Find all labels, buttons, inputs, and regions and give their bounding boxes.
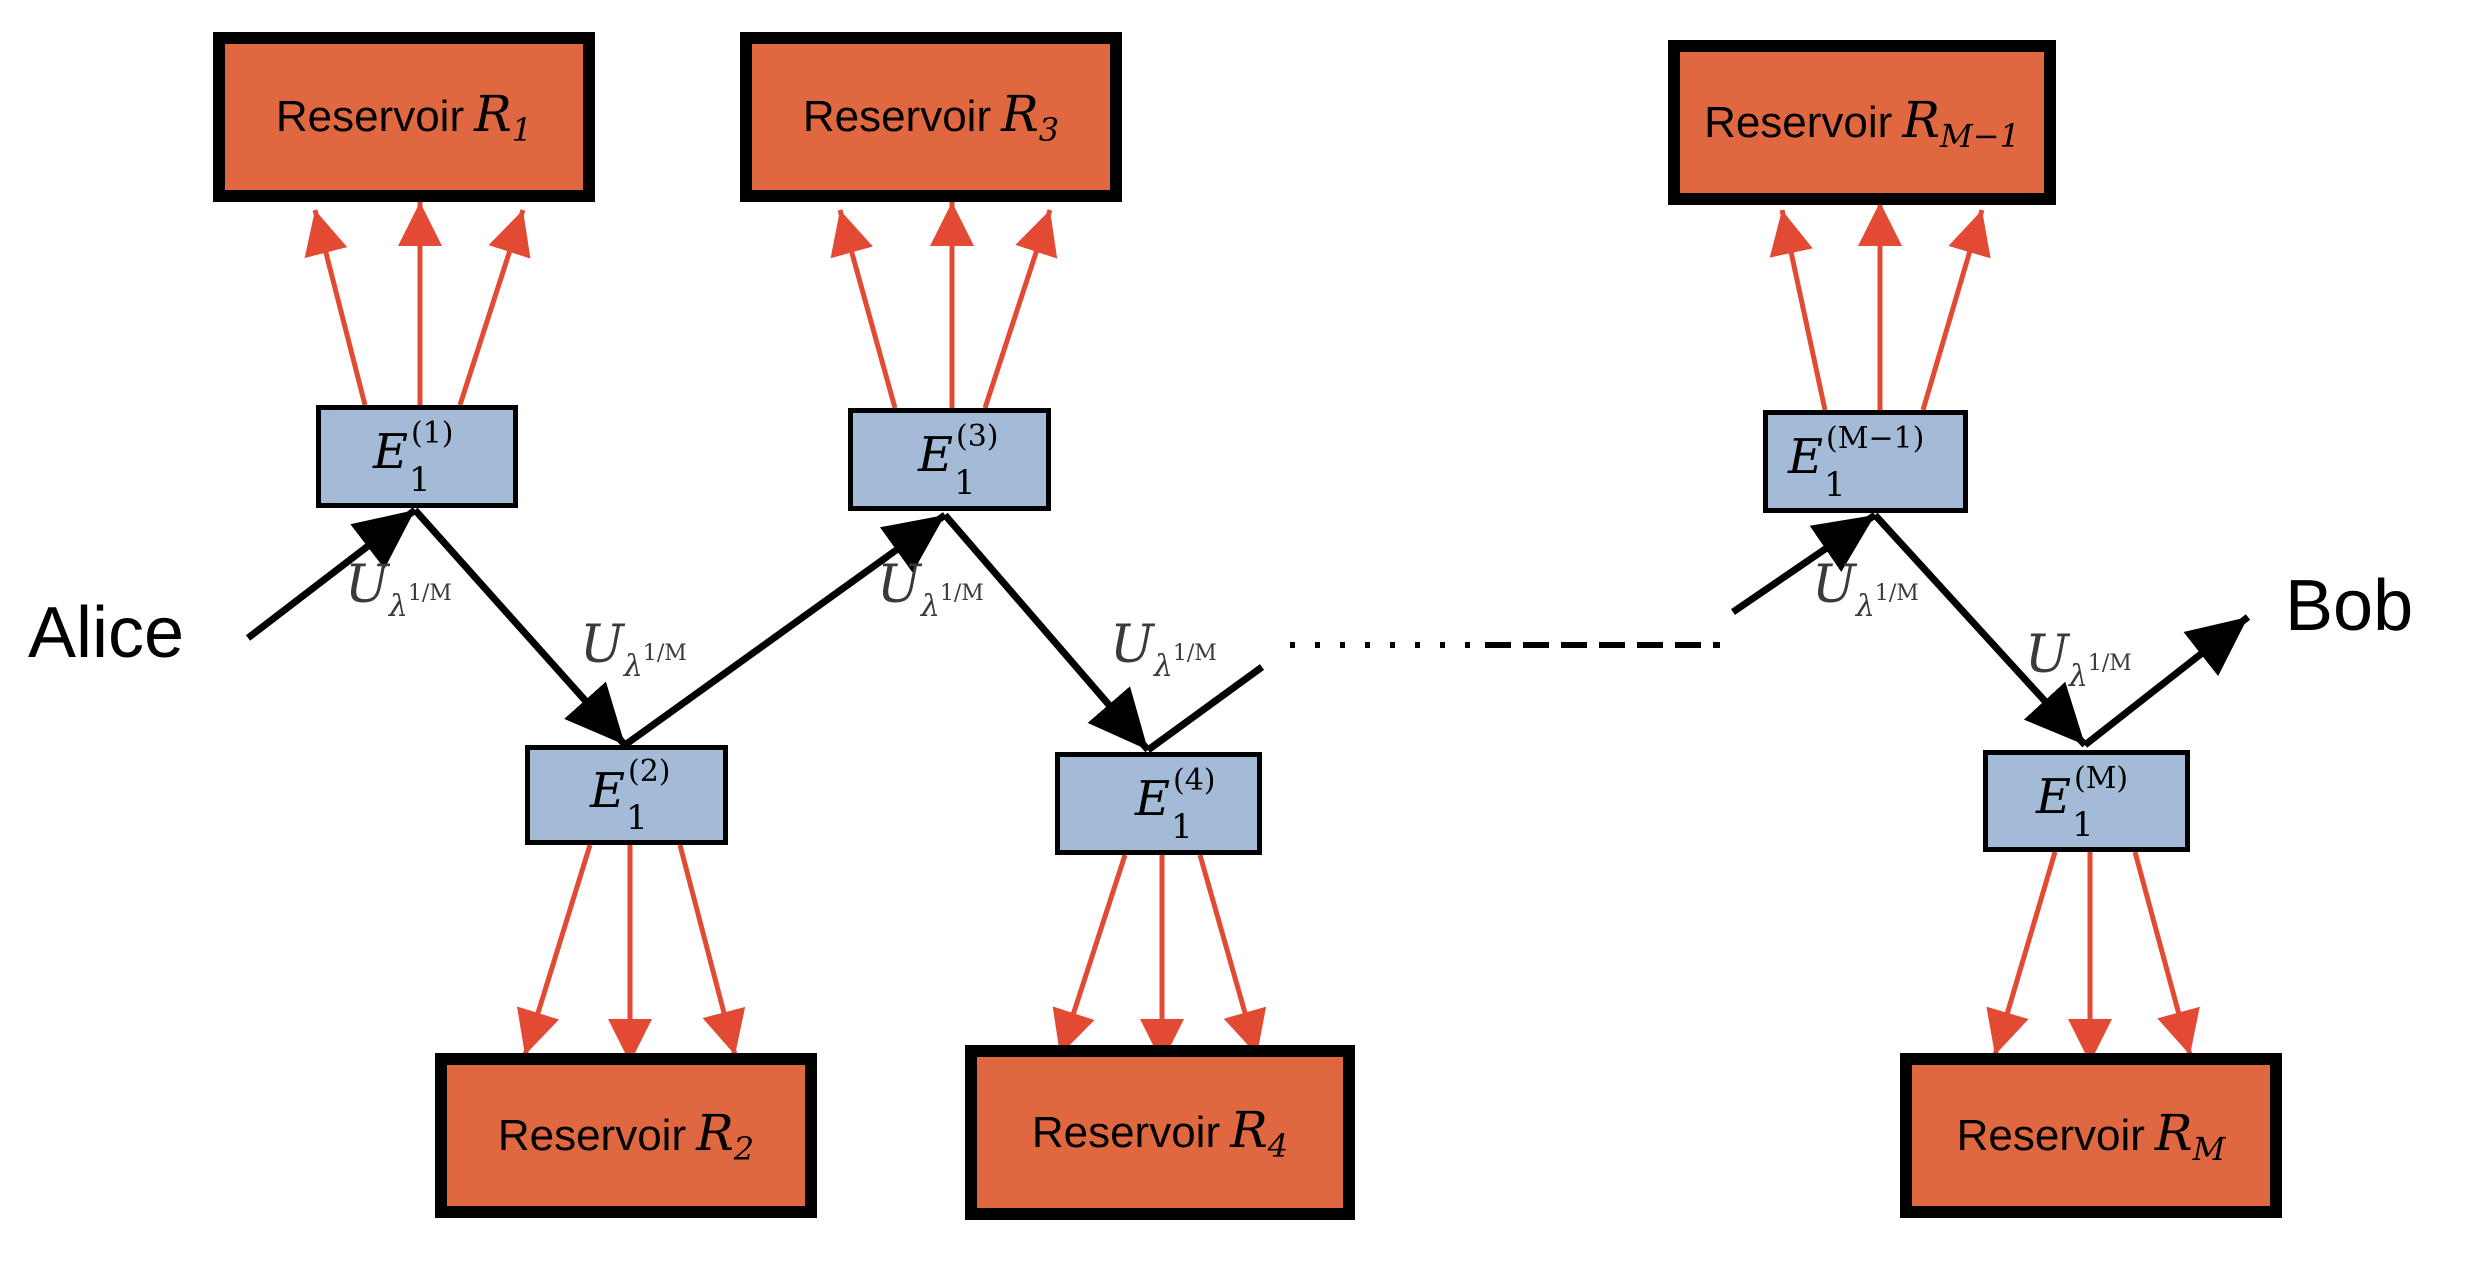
arrow-alice-to-e1 (245, 507, 418, 641)
reservoir-r2: Reservoir R2 (435, 1053, 817, 1218)
arrow-e1-to-e2 (412, 507, 628, 748)
arrow-e3-to-e4 (942, 512, 1151, 753)
unitary-label-5: Uλ1/M (1812, 555, 1919, 624)
unitary-label-3: Uλ1/M (877, 555, 984, 624)
arrow-em-1-to-em (1872, 512, 2088, 748)
leak-arrows-4 (1052, 854, 1267, 1063)
channel-node-m: E 1 (M) (1983, 750, 2190, 852)
reservoir-label: Reservoir (802, 92, 992, 141)
reservoir-r1: Reservoir R1 (213, 32, 595, 202)
alice-label: Alice (28, 593, 185, 673)
reservoir-label: Reservoir (497, 1110, 687, 1160)
reservoir-rm: Reservoir RM (1900, 1053, 2282, 1218)
reservoir-label: Reservoir (1704, 97, 1893, 147)
channel-node-2: E 1 (2) (525, 745, 728, 845)
reservoir-rm-1: Reservoir RM−1 (1668, 40, 2056, 205)
reservoir-label: Reservoir (275, 92, 465, 141)
reservoir-r4: Reservoir R4 (965, 1045, 1355, 1220)
reservoir-r3: Reservoir R3 (740, 32, 1122, 202)
leak-arrows-m (1986, 851, 2200, 1063)
arrow-e4-outgoing (1145, 664, 1265, 753)
unitary-label-4: Uλ1/M (1110, 615, 1217, 684)
unitary-label-1: Uλ1/M (345, 555, 452, 624)
leak-arrows-1 (304, 202, 531, 406)
leak-arrows-3 (830, 202, 1058, 409)
reservoir-label: Reservoir (1956, 1110, 2145, 1160)
flow-arrows (245, 507, 2251, 753)
arrow-em-to-bob (2082, 614, 2251, 748)
channel-node-4: E 1 (4) (1055, 752, 1262, 855)
unitary-label-6: Uλ1/M (2025, 625, 2132, 694)
channel-node-1: E 1 (1) (316, 405, 518, 508)
channel-node-3: E 1 (3) (848, 408, 1051, 511)
arrow-incoming-to-em-1 (1731, 512, 1877, 615)
arrow-e2-to-e3 (622, 512, 948, 748)
leak-arrows-2 (516, 844, 746, 1063)
unitary-label-2: Uλ1/M (580, 615, 687, 684)
channel-node-m-1: E 1 (M−1) (1763, 410, 1968, 513)
bob-label: Bob (2285, 566, 2414, 646)
reservoir-label: Reservoir (1031, 1107, 1221, 1157)
leak-arrows-m-minus-1 (1769, 202, 1991, 411)
